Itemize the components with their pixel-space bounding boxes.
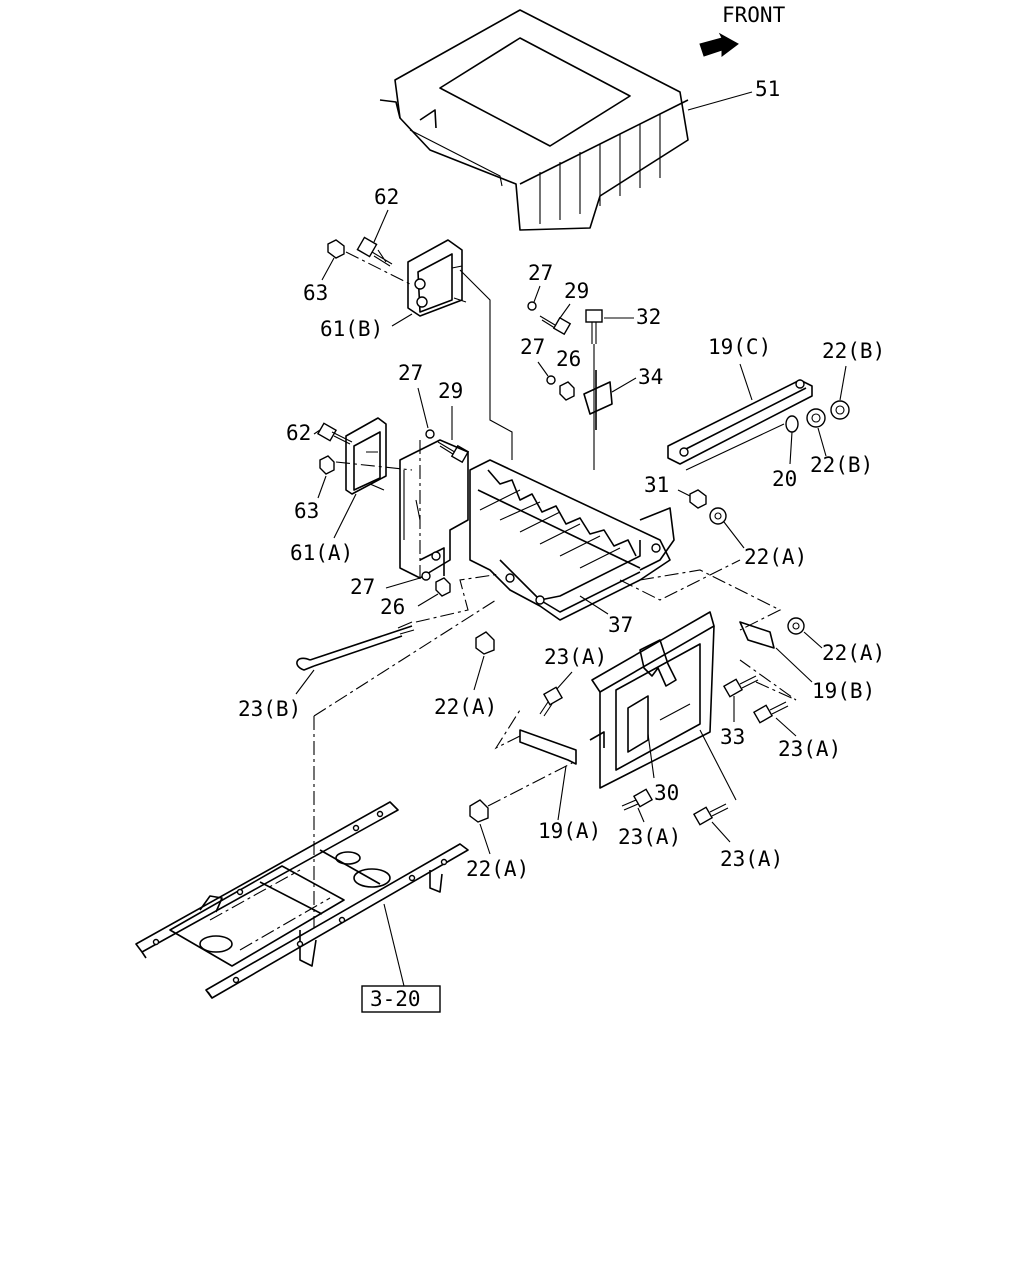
bracket-19c bbox=[667, 379, 813, 465]
plate-30 bbox=[591, 611, 715, 789]
bracket-61a bbox=[345, 417, 387, 495]
callout-23a-c: 23(A) bbox=[618, 825, 681, 849]
callout-19c: 19(C) bbox=[708, 335, 771, 359]
callout-22b-b: 22(B) bbox=[810, 453, 873, 477]
callout-20: 20 bbox=[772, 467, 797, 491]
callout-51: 51 bbox=[755, 77, 780, 101]
cover-51 bbox=[379, 9, 689, 231]
callout-29-b: 29 bbox=[438, 379, 463, 403]
bracket-19a bbox=[519, 729, 605, 765]
nut-31 bbox=[689, 489, 707, 509]
washer-22b-a bbox=[830, 400, 850, 420]
bolt-62-mid bbox=[316, 422, 353, 445]
chassis-frame bbox=[135, 801, 469, 999]
callout-32: 32 bbox=[636, 305, 661, 329]
nut-63-mid bbox=[319, 455, 335, 475]
rod-23b bbox=[296, 621, 415, 671]
washer-22a-c bbox=[787, 617, 805, 635]
callout-19a: 19(A) bbox=[538, 819, 601, 843]
nut-63-top bbox=[327, 239, 345, 259]
callout-62-mid: 62 bbox=[286, 421, 311, 445]
bracket-61b bbox=[407, 239, 467, 317]
front-label: FRONT bbox=[722, 3, 786, 27]
callout-61b: 61(B) bbox=[320, 317, 383, 341]
callout-26-a: 26 bbox=[556, 347, 581, 371]
nut-26-b bbox=[435, 577, 451, 597]
reference-box[interactable] bbox=[361, 985, 441, 1013]
clip-27-d bbox=[421, 571, 431, 581]
bolt-23a-c bbox=[621, 788, 654, 811]
bolt-32 bbox=[585, 309, 603, 344]
callout-63-top: 63 bbox=[303, 281, 328, 305]
washer-20 bbox=[785, 415, 799, 433]
callout-19b: 19(B) bbox=[812, 679, 875, 703]
frame-37 bbox=[469, 459, 675, 621]
clamp-34 bbox=[583, 370, 613, 430]
nut-26-a bbox=[559, 381, 575, 401]
bolt-23a-a bbox=[539, 686, 564, 717]
nut-22a-b bbox=[475, 631, 495, 655]
bolt-23a-d bbox=[692, 803, 729, 826]
callout-27-c: 27 bbox=[398, 361, 423, 385]
callout-23b: 23(B) bbox=[238, 697, 301, 721]
callout-22b-a: 22(B) bbox=[822, 339, 885, 363]
callout-61a: 61(A) bbox=[290, 541, 353, 565]
callout-33: 33 bbox=[720, 725, 745, 749]
bracket-19b bbox=[739, 621, 775, 649]
bolt-62-top bbox=[356, 236, 393, 267]
callout-34: 34 bbox=[638, 365, 663, 389]
callout-26-b: 26 bbox=[380, 595, 405, 619]
callout-31: 31 bbox=[644, 473, 669, 497]
callout-23a-b: 23(A) bbox=[778, 737, 841, 761]
callout-23a-d: 23(A) bbox=[720, 847, 783, 871]
callout-23a-a: 23(A) bbox=[544, 645, 607, 669]
callout-22a-a: 22(A) bbox=[744, 545, 807, 569]
clip-27-a bbox=[527, 301, 537, 311]
callout-62-top: 62 bbox=[374, 185, 399, 209]
callout-22a-c: 22(A) bbox=[822, 641, 885, 665]
callout-29-a: 29 bbox=[564, 279, 589, 303]
bolt-33 bbox=[722, 675, 759, 698]
callout-22a-b: 22(A) bbox=[434, 695, 497, 719]
clip-27-b bbox=[546, 375, 556, 385]
callout-27-b: 27 bbox=[520, 335, 545, 359]
clip-27-c bbox=[425, 429, 435, 439]
callout-27-d: 27 bbox=[350, 575, 375, 599]
callout-63-mid: 63 bbox=[294, 499, 319, 523]
callout-27-a: 27 bbox=[528, 261, 553, 285]
washer-22a-a bbox=[709, 507, 727, 525]
callout-30: 30 bbox=[654, 781, 679, 805]
nut-22a-d bbox=[469, 799, 489, 823]
callout-37: 37 bbox=[608, 613, 633, 637]
washer-22b-b bbox=[806, 408, 826, 428]
reference-box-label: 3-20 bbox=[370, 987, 421, 1011]
callout-22a-d: 22(A) bbox=[466, 857, 529, 881]
bolt-23a-b bbox=[752, 701, 789, 724]
front-arrow-icon bbox=[699, 32, 739, 57]
bolt-29-a bbox=[539, 315, 572, 336]
side-plate-left bbox=[399, 439, 469, 579]
